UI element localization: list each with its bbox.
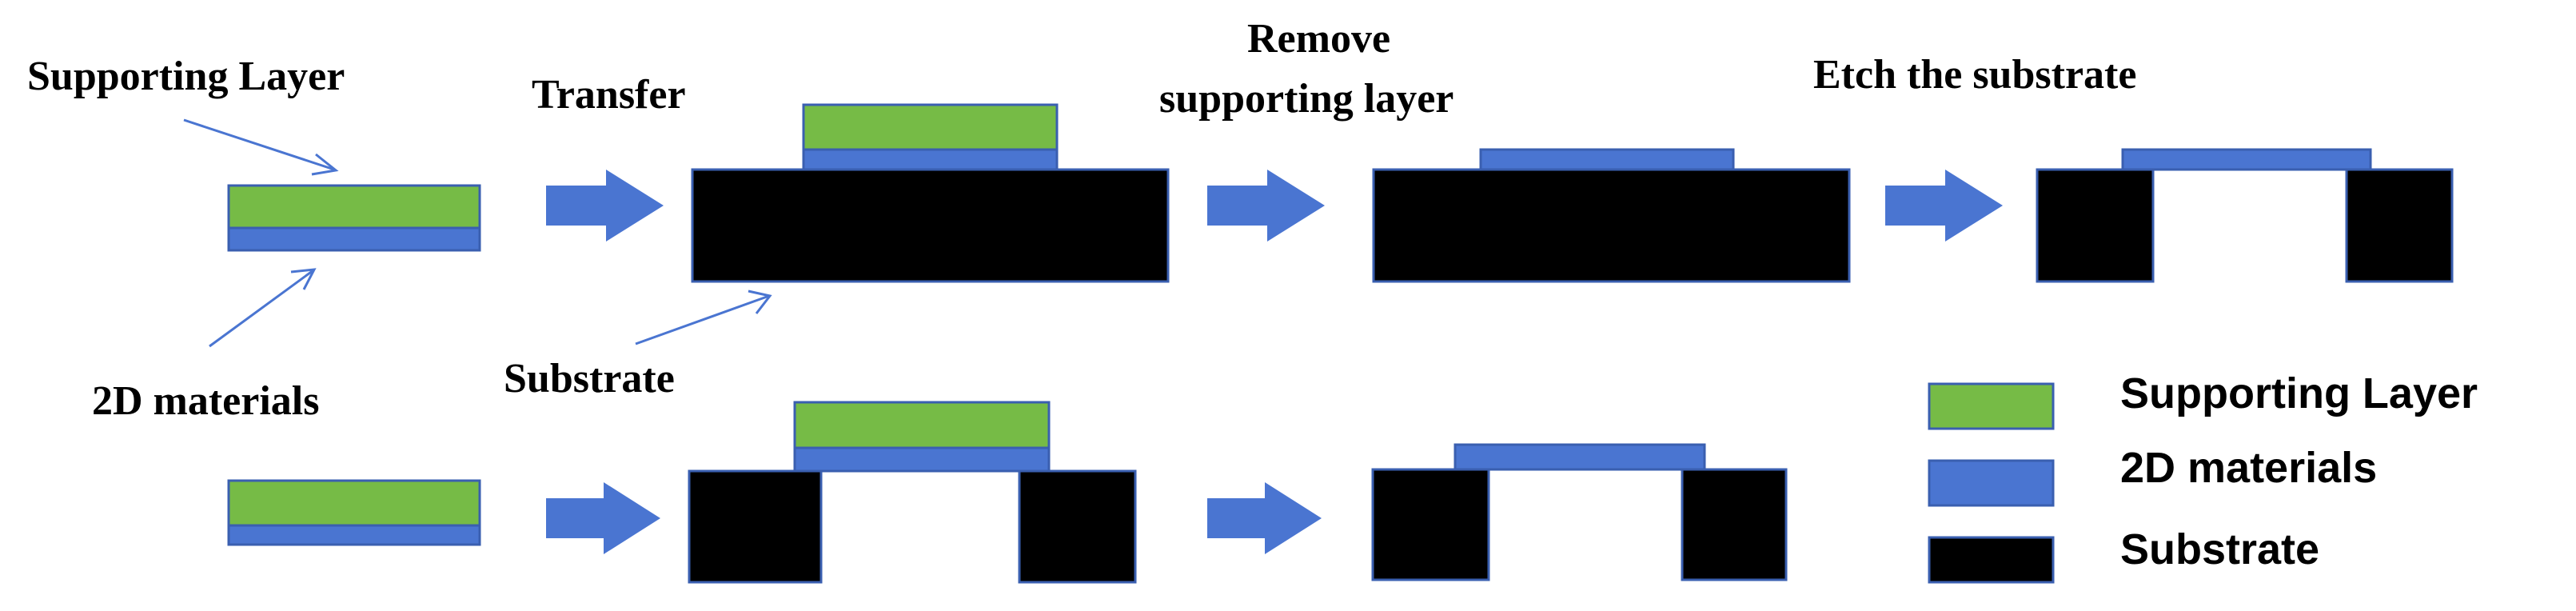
bottom-stage3-2d-material [1453,443,1706,471]
top-stage4-stack [2036,148,2454,283]
legend-label-2d-materials: 2D materials [2120,444,2377,492]
legend-label-supporting-layer: Supporting Layer [2120,369,2478,417]
label-supporting-layer: Supporting Layer [27,54,345,99]
legend-item-substrate: Substrate [1928,525,2319,584]
legend: Supporting Layer 2D materials Substrate [1928,369,2478,584]
label-2d-materials: 2D materials [92,378,319,424]
legend-item-supporting-layer: Supporting Layer [1928,369,2478,430]
bottom-stage3-stack [1371,443,1788,581]
top-stage2-supporting-layer [802,103,1059,151]
pointer-supporting-layer [183,118,339,176]
legend-item-2d-materials: 2D materials [1928,444,2377,507]
top-stage2-substrate [691,168,1170,283]
right-block-arrow-icon [546,482,660,554]
top-stage1-2d-material [227,226,481,252]
bottom-stage2-2d-material [793,446,1051,473]
label-remove-line2: supporting layer [1159,76,1453,122]
label-remove-line1: Remove [1247,16,1390,62]
right-block-arrow-icon [1207,170,1325,242]
bottom-stage3-substrate-left [1371,468,1490,581]
bottom-stage2-substrate-right [1018,469,1137,584]
label-substrate: Substrate [504,356,675,401]
top-stage2-stack [691,103,1170,283]
bottom-stage2-stack [688,401,1137,584]
top-stage3-substrate [1372,168,1851,283]
legend-swatch-2d-materials [1928,459,2055,507]
bottom-stage3-substrate-right [1681,468,1788,581]
top-stage4-2d-material [2121,148,2372,171]
top-stage4-substrate-right [2345,168,2454,283]
top-stage1-stack [227,184,481,252]
label-etch-substrate: Etch the substrate [1813,52,2136,98]
legend-label-substrate: Substrate [2120,525,2319,573]
bottom-stage1-2d-material [227,524,481,546]
right-block-arrow-icon [1207,482,1322,554]
bottom-stage1-stack [227,479,481,546]
bottom-stage1-supporting-layer [227,479,481,527]
legend-swatch-supporting-layer [1928,382,2055,430]
pointer-2d-materials [209,268,317,348]
pointer-substrate [635,290,772,345]
top-stage1-supporting-layer [227,184,481,230]
bottom-stage2-substrate-left [688,469,823,584]
top-stage3-stack [1372,148,1851,283]
top-stage4-substrate-left [2036,168,2155,283]
top-stage2-2d-material [802,148,1059,171]
right-block-arrow-icon [1885,170,2003,242]
right-block-arrow-icon [546,170,664,242]
legend-swatch-substrate [1928,536,2055,584]
bottom-stage2-supporting-layer [793,401,1051,449]
top-stage3-2d-material [1479,148,1735,171]
label-transfer: Transfer [532,72,686,118]
